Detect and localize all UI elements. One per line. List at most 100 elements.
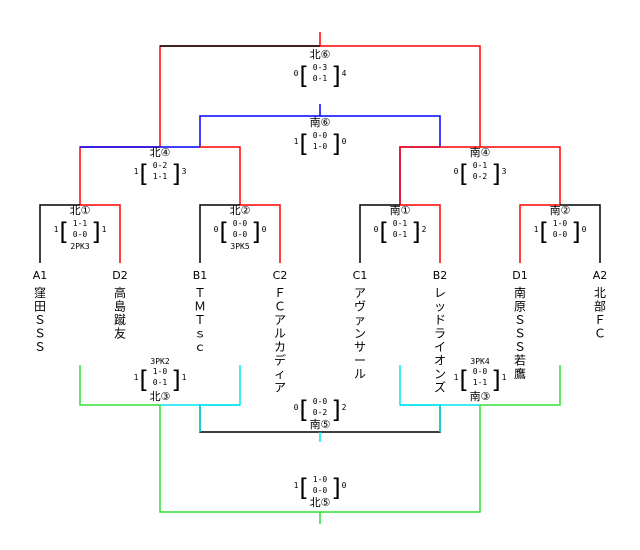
line-minami1-c1 (359, 204, 400, 263)
score-right-total: 1 (102, 225, 107, 234)
team-name-char: 島 (114, 299, 126, 314)
score-first-half: 1-0 (153, 367, 168, 376)
bracket-lines (39, 32, 601, 524)
team-name-char: ル (354, 367, 366, 381)
team-name-char: Ｔ (194, 313, 206, 327)
team-name-char: Ｃ (594, 327, 606, 341)
team-name-char: 原 (514, 300, 526, 314)
bracket-left: [ (59, 218, 68, 246)
line-kita2-c2 (240, 204, 281, 263)
score-second-half: 0-2 (473, 172, 488, 181)
bracket-right: ] (411, 218, 420, 246)
team-name-char: 蹴 (114, 313, 126, 327)
team-name-char: 鷹 (514, 366, 526, 381)
line-kita6-right (320, 45, 481, 147)
bracket-left: [ (139, 366, 148, 394)
score-left-total: 0 (374, 225, 379, 234)
score-first-half: 0-0 (313, 397, 328, 406)
line-minami1-b2 (400, 204, 441, 263)
team-name-char: 友 (114, 327, 126, 341)
team-name-char: オ (434, 354, 446, 368)
team-name-char: 部 (594, 299, 606, 314)
match-minami3: 3PK4 [ ] 0-0 1-1 1 1 南③ (454, 357, 507, 403)
bracket-left: [ (379, 218, 388, 246)
line-minami5-cyan (199, 404, 240, 432)
pk-score: 3PK5 (230, 242, 249, 251)
score-first-half: 0-1 (473, 161, 488, 170)
score-left-total: 0 (294, 69, 299, 78)
match-label: 南⑤ (310, 418, 331, 431)
score-right-total: 3 (182, 167, 187, 176)
line-minami4-right (480, 146, 561, 205)
match-kita1: 北① [ ] 1-1 0-0 1 1 2PK3 (54, 204, 107, 251)
score-second-half: 0-0 (553, 230, 568, 239)
team-name-char: デ (274, 353, 286, 368)
score-second-half: 0-1 (393, 230, 408, 239)
score-right-total: 0 (342, 481, 347, 490)
pk-score: 2PK3 (70, 242, 89, 251)
match-minami6: 南⑥ [ ] 0-0 1-0 1 0 (294, 116, 347, 158)
score-first-half: 0-0 (233, 219, 248, 228)
score-left-total: 1 (134, 167, 139, 176)
bracket-left: [ (299, 396, 308, 424)
score-first-half: 0-0 (473, 367, 488, 376)
line-kita5-right (320, 405, 481, 513)
score-first-half: 0-3 (313, 63, 328, 72)
team-name-char: ヴ (354, 299, 366, 314)
score-right-total: 2 (422, 225, 427, 234)
team-name-char: 窪 (34, 285, 46, 300)
score-second-half: 0-1 (313, 74, 328, 83)
team-name-char: 田 (34, 300, 46, 314)
team-name-char: 若 (514, 354, 526, 368)
team-name-char: Ｆ (274, 286, 286, 300)
team-name-char: ン (434, 367, 446, 381)
match-label: 南① (390, 204, 411, 217)
score-second-half: 0-0 (313, 486, 328, 495)
match-kita2: 北② [ ] 0-0 0-0 0 0 3PK5 (214, 204, 267, 251)
line-kita4-right (200, 146, 241, 205)
bracket-right: ] (571, 218, 580, 246)
line-minami4-left (399, 146, 440, 205)
team-name-char: ｃ (194, 340, 206, 354)
bracket-right: ] (331, 474, 340, 502)
team-name-char: ｓ (194, 327, 206, 341)
score-right-total: 2 (342, 403, 347, 412)
bracket-left: [ (219, 218, 228, 246)
team-code: D1 (512, 269, 527, 282)
team-name-char: ッ (434, 300, 446, 314)
score-left-total: 1 (294, 137, 299, 146)
team-name-char: ィ (274, 367, 286, 381)
team-code: A1 (33, 269, 48, 282)
team-name-char: 北 (594, 286, 606, 300)
team-list: A1窪田ＳＳＳD2高島蹴友B1ＴＭＴｓｃC2ＦＣアルカディアC1アヴァンサールB… (33, 269, 608, 395)
score-second-half: 1-0 (313, 142, 328, 151)
team-name-char: Ｆ (594, 313, 606, 327)
bracket-left: [ (139, 160, 148, 188)
score-right-total: 0 (582, 225, 587, 234)
team-code: C1 (353, 269, 368, 282)
match-label: 南④ (470, 146, 491, 159)
bracket-right: ] (331, 396, 340, 424)
score-first-half: 0-2 (153, 161, 168, 170)
bracket-left: [ (299, 62, 308, 90)
score-right-total: 1 (502, 373, 507, 382)
team-name-char: 南 (514, 285, 526, 300)
match-label: 北② (230, 204, 251, 217)
line-kita5-left (159, 405, 320, 513)
score-left-total: 0 (454, 167, 459, 176)
line-minami2-a2 (560, 204, 601, 263)
line-kita1-d2 (80, 204, 121, 263)
match-minami1: 南① [ ] 0-1 0-1 0 2 (374, 204, 427, 246)
line-kita2-b1 (199, 204, 240, 263)
score-second-half: 0-1 (153, 378, 168, 387)
team-name-char: ズ (434, 380, 446, 395)
match-minami4: 南④ [ ] 0-1 0-2 0 3 (454, 146, 507, 188)
bracket-right: ] (91, 218, 100, 246)
